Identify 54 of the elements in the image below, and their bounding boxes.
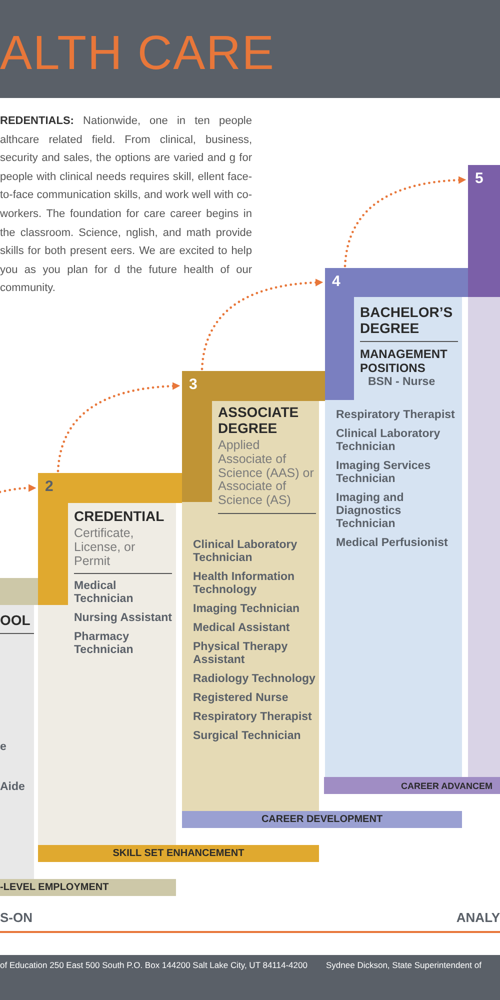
job-title: Medical Technician bbox=[74, 580, 134, 606]
title: ALTH CARE bbox=[0, 26, 275, 81]
step-heading: CREDENTIAL bbox=[74, 508, 166, 524]
step-number: 3 bbox=[189, 376, 198, 393]
footer-credit: Sydnee Dickson, State Superintendent of bbox=[326, 960, 482, 970]
job-title: Registered Nurse bbox=[193, 692, 290, 705]
step-number: 2 bbox=[45, 478, 54, 495]
intro-paragraph: REDENTIALS: Nationwide, one in ten people althcare related field. From clinical, business, security and sales, the options are varied and g for people with clinical needs requires skill, ellent face-to-face communication skills, and work well with co-workers. The foundation for care career begins in the classroom. Science, nglish, and math provide skills for both present eers. We are excited to help you as you plan for d the future health of our community. bbox=[0, 114, 252, 296]
dotted-arrow bbox=[200, 278, 324, 370]
step-card bbox=[468, 165, 500, 777]
stage-band bbox=[0, 879, 176, 896]
band-label: CAREER ADVANCEM bbox=[401, 780, 493, 790]
job-title: Respiratory Therapist bbox=[336, 409, 456, 422]
footer-address: of Education 250 East 500 South P.O. Box 144200 Salt Lake City, UT 84114-4200 bbox=[0, 960, 308, 970]
stage-band bbox=[182, 811, 462, 828]
band-label: CAREER DEVELOPMENT bbox=[261, 814, 383, 825]
band-label: SKILL SET ENHANCEMENT bbox=[112, 848, 244, 859]
job-title: Clinical Laboratory Technician bbox=[193, 539, 298, 565]
job-title: e bbox=[0, 741, 8, 754]
step-card bbox=[38, 473, 182, 845]
dotted-arrow bbox=[56, 382, 180, 472]
step-subtitle: Applied Associate of Science (AAS) or Associate of Science (AS) bbox=[218, 439, 315, 508]
job-title: Imaging Technician bbox=[193, 602, 300, 616]
axis-label: S-ON bbox=[0, 910, 32, 925]
job-title: Medical Assistant bbox=[193, 622, 291, 635]
job-title: Aide bbox=[0, 781, 26, 794]
step-card bbox=[0, 578, 38, 879]
job-title: Pharmacy Technician bbox=[74, 631, 134, 658]
stage-band bbox=[324, 777, 500, 794]
job-title: Clinical Laboratory Technician bbox=[336, 428, 442, 454]
step-heading: OOL bbox=[0, 612, 32, 628]
job-title: Imaging and Diagnostics Technician bbox=[336, 492, 405, 531]
job-title: Nursing Assistant bbox=[74, 612, 172, 626]
step-number: 4 bbox=[332, 273, 340, 290]
job-title: Medical Perfusionist bbox=[336, 536, 449, 550]
job-title: Radiology Technology bbox=[193, 672, 316, 686]
job-title: BSN - Nurse bbox=[367, 376, 436, 389]
stage-band bbox=[38, 845, 319, 862]
step-card bbox=[325, 268, 470, 777]
job-title: Physical Therapy Assistant bbox=[193, 640, 289, 667]
step-card bbox=[182, 371, 325, 811]
step-subtitle: Certificate, License, or Permit bbox=[74, 527, 136, 568]
job-title: Imaging Services Technician bbox=[336, 460, 432, 486]
job-title: Surgical Technician bbox=[193, 730, 302, 743]
step-heading: ASSOCIATE DEGREE bbox=[218, 404, 300, 436]
band-label: -LEVEL EMPLOYMENT bbox=[0, 882, 109, 893]
dotted-arrow bbox=[344, 176, 466, 268]
step-number: 5 bbox=[475, 170, 484, 187]
job-title: Health Information Technology bbox=[193, 570, 296, 597]
step-heading: BACHELOR’S DEGREE bbox=[360, 304, 454, 336]
section-heading: MANAGEMENT POSITIONS bbox=[360, 348, 448, 376]
job-title: Respiratory Therapist bbox=[193, 710, 313, 724]
dotted-arrow bbox=[0, 484, 36, 494]
axis-label: ANALY bbox=[456, 910, 500, 925]
